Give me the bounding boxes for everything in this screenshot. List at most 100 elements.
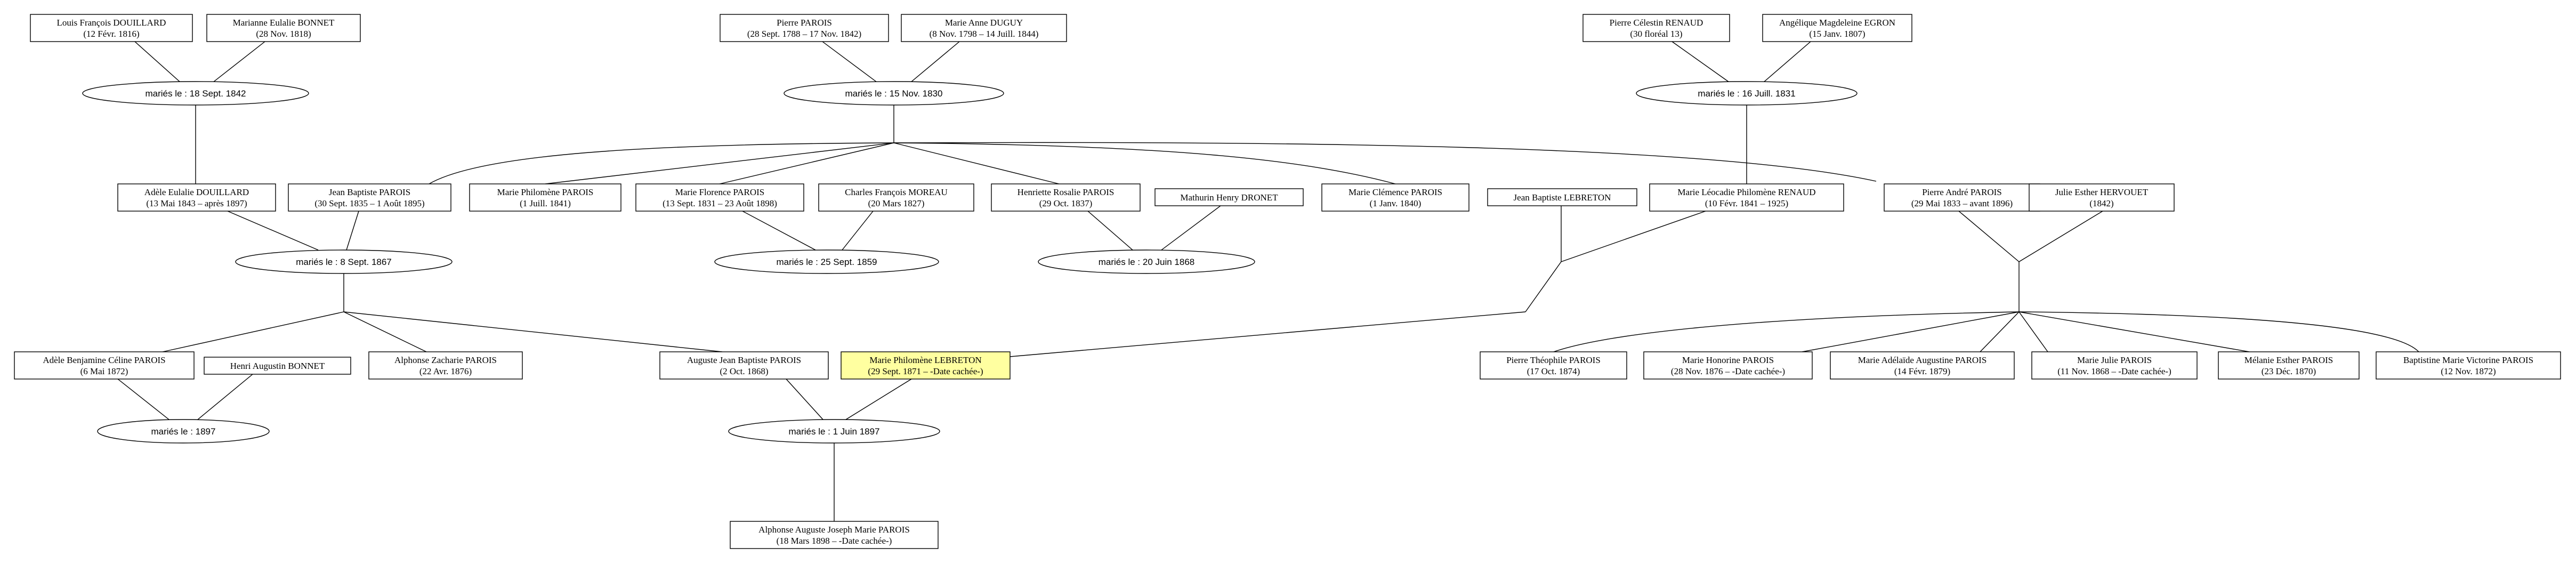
person-node[interactable]: Jean Baptiste PAROIS(30 Sept. 1835 – 1 A… bbox=[288, 183, 451, 212]
person-box bbox=[818, 183, 974, 212]
person-node[interactable]: Pierre Théophile PAROIS(17 Oct. 1874) bbox=[1480, 351, 1627, 380]
person-dates: (22 Avr. 1876) bbox=[419, 366, 472, 376]
person-box bbox=[14, 351, 195, 380]
person-node[interactable]: Marianne Eulalie BONNET(28 Nov. 1818) bbox=[206, 14, 361, 42]
person-name: Pierre Théophile PAROIS bbox=[1506, 355, 1601, 365]
person-node[interactable]: Baptistine Marie Victorine PAROIS(12 Nov… bbox=[2376, 351, 2561, 380]
person-box bbox=[368, 351, 523, 380]
person-name: Marie Clémence PAROIS bbox=[1348, 187, 1442, 197]
tree-edge bbox=[213, 41, 265, 83]
person-name: Adèle Benjamine Céline PAROIS bbox=[43, 355, 165, 365]
tree-edge bbox=[1553, 311, 2020, 352]
person-node[interactable]: Marie Florence PAROIS(13 Sept. 1831 – 23… bbox=[635, 183, 804, 212]
person-box bbox=[1321, 183, 1469, 212]
person-box bbox=[730, 521, 939, 549]
person-box bbox=[720, 14, 889, 42]
marriage-node[interactable]: mariés le : 8 Sept. 1867 bbox=[235, 249, 453, 274]
marriage-node[interactable]: mariés le : 1897 bbox=[97, 419, 270, 444]
person-node[interactable]: Marie Honorine PAROIS(28 Nov. 1876 – -Da… bbox=[1643, 351, 1813, 380]
marriage-date: mariés le : 25 Sept. 1859 bbox=[776, 257, 877, 267]
person-box bbox=[288, 183, 451, 212]
person-node[interactable]: Henriette Rosalie PAROIS(29 Oct. 1837) bbox=[991, 183, 1141, 212]
person-box bbox=[1487, 188, 1637, 206]
person-name: Henriette Rosalie PAROIS bbox=[1018, 187, 1115, 197]
person-node[interactable]: Marie Clémence PAROIS(1 Janv. 1840) bbox=[1321, 183, 1469, 212]
person-name: Marie Anne DUGUY bbox=[945, 18, 1023, 28]
person-node[interactable]: Marie Philomène LEBRETON(29 Sept. 1871 –… bbox=[841, 351, 1011, 380]
person-name: Pierre Célestin RENAUD bbox=[1610, 18, 1703, 28]
marriage-date: mariés le : 15 Nov. 1830 bbox=[845, 88, 943, 99]
family-tree-nodes: Louis François DOUILLARD(12 Févr. 1816) M… bbox=[14, 14, 2561, 549]
person-node[interactable]: Angélique Magdeleine EGRON(15 Janv. 1807… bbox=[1762, 14, 1912, 42]
tree-edge bbox=[134, 41, 181, 83]
person-name: Charles François MOREAU bbox=[845, 187, 948, 197]
person-name: Jean Baptiste LEBRETON bbox=[1514, 192, 1611, 203]
tree-edge bbox=[1010, 311, 1526, 357]
marriage-ellipse bbox=[1636, 81, 1858, 106]
tree-edge bbox=[2018, 311, 2250, 352]
tree-edge bbox=[1763, 41, 1811, 83]
marriage-date: mariés le : 1897 bbox=[151, 426, 216, 437]
person-box bbox=[204, 357, 351, 375]
tree-edge bbox=[1958, 211, 2020, 262]
person-node[interactable]: Alphonse Auguste Joseph Marie PAROIS(18 … bbox=[730, 521, 939, 549]
person-name: Marie Florence PAROIS bbox=[675, 187, 764, 197]
person-node[interactable]: Louis François DOUILLARD(12 Févr. 1816) bbox=[30, 14, 193, 42]
person-dates: (11 Nov. 1868 – -Date cachée-) bbox=[2057, 366, 2171, 376]
person-box bbox=[1649, 183, 1844, 212]
person-node[interactable]: Henri Augustin BONNET bbox=[204, 357, 351, 375]
person-dates: (20 Mars 1827) bbox=[868, 198, 925, 208]
person-dates: (29 Oct. 1837) bbox=[1039, 198, 1093, 208]
tree-edge bbox=[545, 142, 894, 184]
marriage-node[interactable]: mariés le : 18 Sept. 1842 bbox=[82, 81, 309, 106]
person-node[interactable]: Pierre PAROIS(28 Sept. 1788 – 17 Nov. 18… bbox=[720, 14, 889, 42]
person-node[interactable]: Pierre André PAROIS(29 Mai 1833 – avant … bbox=[1884, 183, 2040, 212]
person-name: Louis François DOUILLARD bbox=[57, 18, 166, 28]
person-dates: (1 Juill. 1841) bbox=[520, 198, 571, 208]
person-box bbox=[901, 14, 1067, 42]
person-node[interactable]: Adèle Eulalie DOUILLARD(13 Mai 1843 – ap… bbox=[117, 183, 276, 212]
person-name: Henri Augustin BONNET bbox=[230, 361, 325, 371]
marriage-node[interactable]: mariés le : 15 Nov. 1830 bbox=[784, 81, 1004, 106]
person-box bbox=[469, 183, 621, 212]
person-node[interactable]: Marie Anne DUGUY(8 Nov. 1798 – 14 Juill.… bbox=[901, 14, 1067, 42]
tree-edge bbox=[343, 311, 427, 352]
person-dates: (1 Janv. 1840) bbox=[1370, 198, 1422, 208]
person-node[interactable]: Jean Baptiste LEBRETON bbox=[1487, 188, 1637, 206]
person-node[interactable]: Pierre Célestin RENAUD(30 floréal 13) bbox=[1582, 14, 1730, 42]
marriage-ellipse bbox=[82, 81, 309, 106]
tree-edge bbox=[346, 211, 359, 251]
person-node[interactable]: Charles François MOREAU(20 Mars 1827) bbox=[818, 183, 974, 212]
marriage-node[interactable]: mariés le : 20 Juin 1868 bbox=[1038, 249, 1255, 274]
person-name: Auguste Jean Baptiste PAROIS bbox=[687, 355, 801, 365]
person-dates: (15 Janv. 1807) bbox=[1809, 29, 1865, 39]
marriage-node[interactable]: mariés le : 25 Sept. 1859 bbox=[714, 249, 939, 274]
person-name: Julie Esther HERVOUET bbox=[2055, 187, 2149, 197]
tree-edge bbox=[893, 142, 1877, 182]
marriage-node[interactable]: mariés le : 1 Juin 1897 bbox=[728, 419, 940, 444]
marriage-ellipse bbox=[728, 419, 940, 444]
person-node[interactable]: Mélanie Esther PAROIS(23 Déc. 1870) bbox=[2218, 351, 2360, 380]
tree-edge bbox=[2018, 311, 2419, 352]
person-node[interactable]: Alphonse Zacharie PAROIS(22 Avr. 1876) bbox=[368, 351, 523, 380]
tree-edge bbox=[742, 211, 816, 251]
person-dates: (14 Févr. 1879) bbox=[1894, 366, 1950, 376]
person-node[interactable]: Adèle Benjamine Céline PAROIS(6 Mai 1872… bbox=[14, 351, 195, 380]
person-node[interactable]: Marie Philomène PAROIS(1 Juill. 1841) bbox=[469, 183, 621, 212]
person-dates: (30 Sept. 1835 – 1 Août 1895) bbox=[314, 198, 424, 208]
person-box bbox=[1830, 351, 2015, 380]
marriage-date: mariés le : 18 Sept. 1842 bbox=[145, 88, 246, 99]
person-node[interactable]: Julie Esther HERVOUET(1842) bbox=[2029, 183, 2175, 212]
person-box bbox=[1643, 351, 1813, 380]
person-node[interactable]: Mathurin Henry DRONET bbox=[1154, 188, 1304, 206]
person-name: Alphonse Zacharie PAROIS bbox=[394, 355, 497, 365]
person-node[interactable]: Marie Léocadie Philomène RENAUD(10 Févr.… bbox=[1649, 183, 1844, 212]
person-node[interactable]: Auguste Jean Baptiste PAROIS(2 Oct. 1868… bbox=[659, 351, 829, 380]
person-dates: (23 Déc. 1870) bbox=[2262, 366, 2316, 376]
person-node[interactable]: Marie Julie PAROIS(11 Nov. 1868 – -Date … bbox=[2031, 351, 2198, 380]
tree-edge bbox=[1525, 261, 1562, 312]
marriage-node[interactable]: mariés le : 16 Juill. 1831 bbox=[1636, 81, 1858, 106]
tree-edge bbox=[429, 142, 894, 184]
person-node[interactable]: Marie Adélaïde Augustine PAROIS(14 Févr.… bbox=[1830, 351, 2015, 380]
